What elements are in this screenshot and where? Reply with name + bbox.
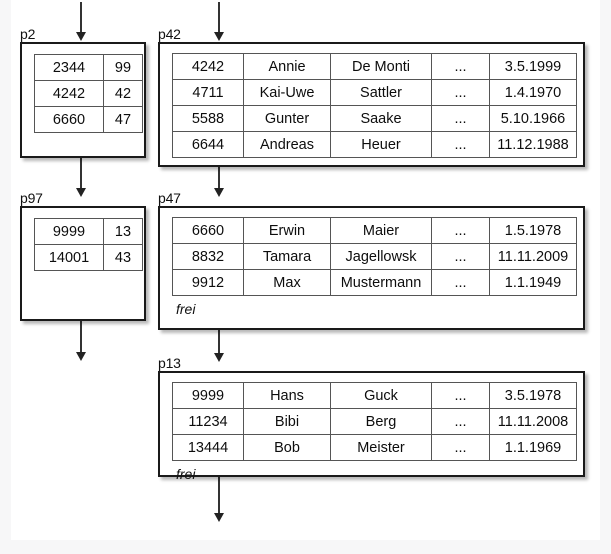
cell-firstname: Annie (243, 53, 331, 80)
cell-date: 3.5.1999 (489, 53, 577, 80)
table-row[interactable]: 4711 Kai-Uwe Sattler ... 1.4.1970 (172, 79, 577, 106)
node-label-p97: p97 (20, 190, 43, 206)
table-row[interactable]: 6660 47 (34, 106, 143, 133)
cell-date: 11.11.2008 (489, 408, 577, 435)
table-row[interactable]: 13444 Bob Meister ... 1.1.1969 (172, 434, 577, 461)
data-table-p42: 4242 Annie De Monti ... 3.5.1999 4711 Ka… (172, 53, 577, 158)
table-row[interactable]: 9999 13 (34, 218, 143, 245)
index-key: 4242 (34, 80, 104, 107)
diagram-page: p2 2344 99 4242 42 6660 47 p97 (11, 0, 600, 540)
cell-firstname: Kai-Uwe (243, 79, 331, 106)
node-label-p2: p2 (20, 26, 36, 42)
cell-more: ... (431, 243, 490, 270)
index-table-p2: 2344 99 4242 42 6660 47 (34, 54, 143, 133)
data-table-p13: 9999 Hans Guck ... 3.5.1978 11234 Bibi B… (172, 382, 577, 461)
table-row[interactable]: 8832 Tamara Jagellowsk ... 11.11.2009 (172, 243, 577, 270)
cell-lastname: Jagellowsk (330, 243, 432, 270)
node-label-p13: p13 (158, 355, 181, 371)
cell-more: ... (431, 269, 490, 296)
index-table-p97: 9999 13 14001 43 (34, 218, 143, 271)
cell-more: ... (431, 382, 490, 409)
data-table-p47: 6660 Erwin Maier ... 1.5.1978 8832 Tamar… (172, 217, 577, 296)
table-row[interactable]: 6660 Erwin Maier ... 1.5.1978 (172, 217, 577, 244)
cell-id: 4711 (172, 79, 244, 106)
cell-date: 3.5.1978 (489, 382, 577, 409)
cell-firstname: Andreas (243, 131, 331, 158)
cell-more: ... (431, 105, 490, 132)
cell-lastname: Maier (330, 217, 432, 244)
cell-date: 1.4.1970 (489, 79, 577, 106)
cell-id: 9912 (172, 269, 244, 296)
cell-firstname: Max (243, 269, 331, 296)
cell-firstname: Erwin (243, 217, 331, 244)
cell-more: ... (431, 434, 490, 461)
cell-lastname: Sattler (330, 79, 432, 106)
cell-id: 8832 (172, 243, 244, 270)
cell-lastname: Guck (330, 382, 432, 409)
node-p13[interactable]: 9999 Hans Guck ... 3.5.1978 11234 Bibi B… (158, 371, 585, 482)
index-key: 9999 (34, 218, 104, 245)
table-row[interactable]: 14001 43 (34, 244, 143, 271)
table-row[interactable]: 9999 Hans Guck ... 3.5.1978 (172, 382, 577, 409)
cell-firstname: Bob (243, 434, 331, 461)
cell-firstname: Tamara (243, 243, 331, 270)
node-p47[interactable]: 6660 Erwin Maier ... 1.5.1978 8832 Tamar… (158, 206, 585, 330)
table-row[interactable]: 9912 Max Mustermann ... 1.1.1949 (172, 269, 577, 296)
cell-lastname: Heuer (330, 131, 432, 158)
cell-more: ... (431, 408, 490, 435)
cell-id: 13444 (172, 434, 244, 461)
cell-id: 6644 (172, 131, 244, 158)
cell-id: 6660 (172, 217, 244, 244)
table-row[interactable]: 6644 Andreas Heuer ... 11.12.1988 (172, 131, 577, 158)
cell-more: ... (431, 131, 490, 158)
index-key: 14001 (34, 244, 104, 271)
cell-date: 11.12.1988 (489, 131, 577, 158)
index-pointer: 99 (103, 54, 143, 81)
node-p42[interactable]: 4242 Annie De Monti ... 3.5.1999 4711 Ka… (158, 42, 585, 167)
table-row[interactable]: 11234 Bibi Berg ... 11.11.2008 (172, 408, 577, 435)
cell-date: 11.11.2009 (489, 243, 577, 270)
index-pointer: 43 (103, 244, 143, 271)
cell-date: 1.1.1969 (489, 434, 577, 461)
free-space-label-p47: frei (176, 301, 196, 317)
cell-date: 5.10.1966 (489, 105, 577, 132)
table-row[interactable]: 4242 42 (34, 80, 143, 107)
free-space-label-p13: frei (176, 466, 196, 482)
cell-firstname: Hans (243, 382, 331, 409)
index-key: 2344 (34, 54, 104, 81)
index-pointer: 42 (103, 80, 143, 107)
cell-date: 1.5.1978 (489, 217, 577, 244)
table-row[interactable]: 2344 99 (34, 54, 143, 81)
cell-lastname: Saake (330, 105, 432, 132)
cell-date: 1.1.1949 (489, 269, 577, 296)
cell-more: ... (431, 79, 490, 106)
cell-id: 11234 (172, 408, 244, 435)
table-row[interactable]: 4242 Annie De Monti ... 3.5.1999 (172, 53, 577, 80)
cell-lastname: Meister (330, 434, 432, 461)
cell-id: 4242 (172, 53, 244, 80)
index-key: 6660 (34, 106, 104, 133)
cell-lastname: Berg (330, 408, 432, 435)
cell-id: 9999 (172, 382, 244, 409)
cell-firstname: Bibi (243, 408, 331, 435)
cell-id: 5588 (172, 105, 244, 132)
node-label-p47: p47 (158, 190, 181, 206)
node-p97[interactable]: 9999 13 14001 43 (20, 206, 146, 321)
index-pointer: 47 (103, 106, 143, 133)
cell-firstname: Gunter (243, 105, 331, 132)
cell-lastname: De Monti (330, 53, 432, 80)
node-label-p42: p42 (158, 26, 181, 42)
node-p2[interactable]: 2344 99 4242 42 6660 47 (20, 42, 146, 158)
index-pointer: 13 (103, 218, 143, 245)
cell-lastname: Mustermann (330, 269, 432, 296)
cell-more: ... (431, 53, 490, 80)
table-row[interactable]: 5588 Gunter Saake ... 5.10.1966 (172, 105, 577, 132)
cell-more: ... (431, 217, 490, 244)
